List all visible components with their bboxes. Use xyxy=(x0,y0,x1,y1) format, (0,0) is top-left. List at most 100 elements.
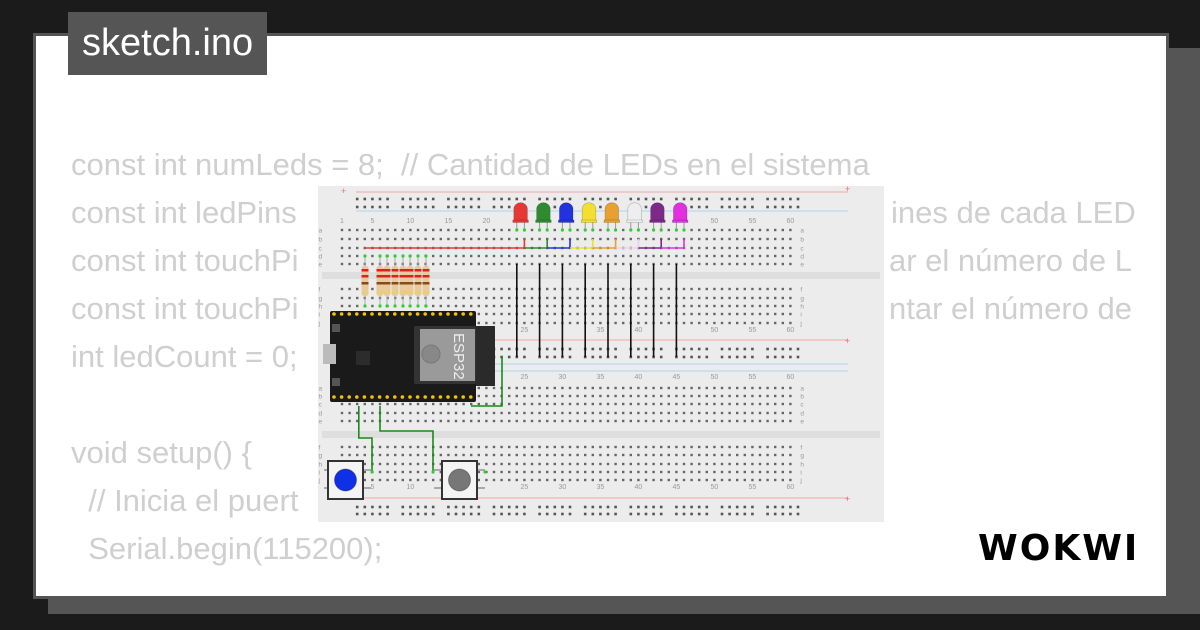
terminal-hole xyxy=(774,453,777,457)
terminal-hole xyxy=(743,246,746,250)
terminal-hole xyxy=(432,478,435,482)
terminal-hole xyxy=(720,445,724,449)
terminal-hole xyxy=(758,262,762,266)
terminal-hole xyxy=(485,462,488,466)
terminal-hole xyxy=(591,478,594,482)
terminal-hole xyxy=(508,470,511,474)
rail-hole xyxy=(538,505,541,509)
terminal-hole xyxy=(758,394,762,398)
terminal-hole xyxy=(614,453,617,457)
terminal-hole xyxy=(477,478,480,482)
column-number: 55 xyxy=(749,374,757,381)
row-letter: e xyxy=(319,262,323,269)
terminal-hole xyxy=(492,228,496,232)
column-number: 60 xyxy=(787,374,795,381)
terminal-hole xyxy=(622,394,625,398)
resistor-band xyxy=(399,282,407,285)
terminal-hole xyxy=(652,402,655,406)
rail-hole xyxy=(766,347,769,351)
terminal-hole xyxy=(675,411,678,415)
terminal-hole xyxy=(766,246,769,250)
terminal-hole xyxy=(447,228,450,232)
resistor-band xyxy=(406,275,414,278)
resistor-pin xyxy=(363,254,367,258)
resistor-band xyxy=(399,291,407,294)
terminal-hole xyxy=(576,386,579,390)
terminal-hole xyxy=(667,462,670,466)
rail-hole xyxy=(355,512,359,516)
terminal-hole xyxy=(758,246,762,250)
terminal-hole xyxy=(386,445,389,449)
terminal-hole xyxy=(713,394,716,398)
terminal-hole xyxy=(439,445,442,449)
rail-hole xyxy=(568,505,572,509)
column-number: 40 xyxy=(635,327,643,334)
rail-hole xyxy=(553,347,557,351)
terminal-hole xyxy=(637,402,640,406)
terminal-hole xyxy=(356,453,359,457)
terminal-hole xyxy=(652,386,655,390)
terminal-hole xyxy=(485,321,488,325)
terminal-hole xyxy=(432,296,435,300)
row-letter: c xyxy=(319,402,323,409)
terminal-hole xyxy=(705,445,708,449)
terminal-hole xyxy=(713,246,716,250)
terminal-hole xyxy=(690,445,693,449)
resistor-band xyxy=(414,282,422,285)
center-channel xyxy=(322,431,880,438)
terminal-hole xyxy=(508,462,511,466)
terminal-hole xyxy=(386,411,389,415)
terminal-hole xyxy=(470,411,473,415)
led-pin xyxy=(674,228,678,232)
rail-hole xyxy=(796,347,800,351)
terminal-hole xyxy=(751,262,754,266)
terminal-hole xyxy=(690,419,693,423)
terminal-hole xyxy=(447,237,450,241)
terminal-hole xyxy=(447,304,450,308)
row-letter: e xyxy=(800,262,804,269)
terminal-hole xyxy=(789,394,792,398)
rail-hole xyxy=(751,347,754,351)
column-number: 40 xyxy=(635,484,643,491)
terminal-hole xyxy=(568,478,572,482)
resistor-band xyxy=(406,269,414,272)
rail-hole xyxy=(523,347,526,351)
terminal-hole xyxy=(462,445,465,449)
terminal-hole xyxy=(348,402,351,406)
terminal-hole xyxy=(462,237,465,241)
terminal-hole xyxy=(584,470,587,474)
row-letter: g xyxy=(319,296,323,303)
terminal-hole xyxy=(698,304,701,308)
resistor-body xyxy=(376,266,384,296)
terminal-hole xyxy=(751,462,754,466)
rail-hole xyxy=(599,197,602,201)
terminal-hole xyxy=(470,296,473,300)
terminal-hole xyxy=(682,262,686,266)
terminal-hole xyxy=(736,312,739,316)
power-rail-holes xyxy=(355,512,800,516)
terminal-hole xyxy=(432,304,435,308)
terminal-hole xyxy=(637,453,640,457)
terminal-hole xyxy=(568,254,572,258)
esp32-pin xyxy=(393,312,397,316)
terminal-hole xyxy=(447,419,450,423)
row-letter: i xyxy=(800,312,801,319)
terminal-hole xyxy=(553,478,556,482)
rail-hole xyxy=(705,205,709,209)
terminal-hole xyxy=(363,402,366,406)
rail-hole xyxy=(416,512,420,516)
terminal-hole xyxy=(682,312,686,316)
terminal-hole xyxy=(743,445,746,449)
terminal-hole xyxy=(789,386,792,390)
rail-hole xyxy=(477,505,481,509)
terminal-hole xyxy=(553,445,556,449)
button-leg xyxy=(324,469,328,471)
terminal-hole xyxy=(751,296,754,300)
terminal-hole xyxy=(386,402,389,406)
terminal-hole xyxy=(652,394,655,398)
terminal-hole xyxy=(728,304,731,308)
rail-hole xyxy=(682,505,686,509)
terminal-hole xyxy=(644,394,648,398)
rail-hole xyxy=(789,355,792,359)
terminal-hole xyxy=(667,321,670,325)
